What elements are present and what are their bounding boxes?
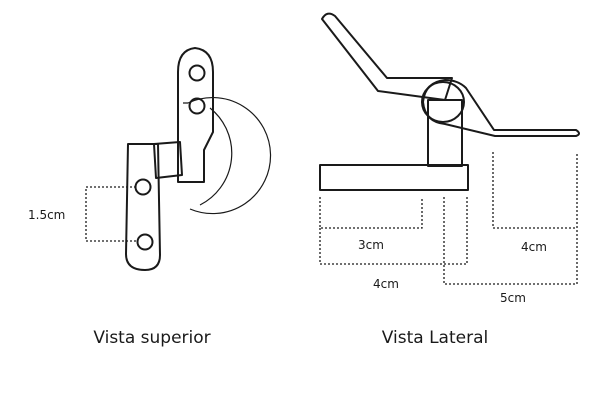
hole-spacing-label: 1.5cm xyxy=(28,208,65,222)
dim-5cm-label: 5cm xyxy=(500,291,526,305)
side-view: 3cm 4cm 4cm 5cm Vista Lateral xyxy=(319,12,580,348)
top-view: 1.5cm Vista superior xyxy=(28,47,272,348)
dim-4cm-right-line xyxy=(492,152,578,229)
dim-3cm-line xyxy=(319,197,423,229)
side-view-caption: Vista Lateral xyxy=(382,328,488,348)
angled-arm xyxy=(321,12,453,101)
lower-plate xyxy=(125,143,161,271)
lower-plate-hole-bottom xyxy=(136,233,154,251)
dim-4cm-left-label: 4cm xyxy=(373,277,399,291)
upper-arm-hole-top xyxy=(188,64,206,82)
upper-arm-hole-bottom xyxy=(188,97,206,115)
bracket xyxy=(153,141,183,179)
upper-arm xyxy=(177,47,214,183)
base-plate-circle-right xyxy=(199,107,233,206)
top-view-caption: Vista superior xyxy=(93,328,210,348)
knuckle xyxy=(421,81,465,123)
dim-5cm-line xyxy=(443,197,578,285)
hole-spacing-bracket xyxy=(85,186,138,242)
lower-plate-hole-top xyxy=(134,178,152,196)
dim-3cm-label: 3cm xyxy=(358,238,384,252)
base-bar xyxy=(319,164,469,191)
dim-4cm-left-line xyxy=(319,197,468,265)
base-plate-circle xyxy=(183,96,272,215)
dim-4cm-right-label: 4cm xyxy=(521,240,547,254)
vertical-post xyxy=(427,99,463,167)
knuckle-arm xyxy=(422,79,580,137)
